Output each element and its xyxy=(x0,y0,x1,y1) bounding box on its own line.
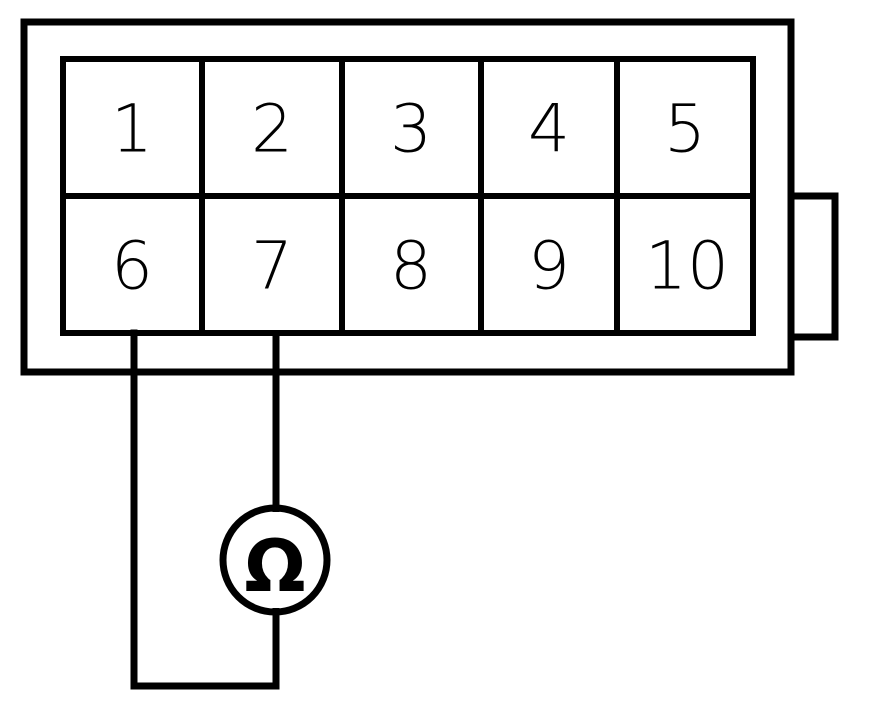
ohmmeter-circle xyxy=(219,504,331,616)
pin-label-9: 9 xyxy=(528,228,570,305)
pin-label-4: 4 xyxy=(528,91,570,168)
connector-latch-tab-icon xyxy=(791,192,839,341)
pin-label-1: 1 xyxy=(111,91,153,168)
test-lead-wires xyxy=(130,329,280,690)
ohmmeter-symbol: Ω xyxy=(219,504,331,616)
pin-label-6: 6 xyxy=(111,228,153,305)
omega-ohm-symbol-icon: Ω xyxy=(244,524,305,608)
pin-label-5: 5 xyxy=(664,91,706,168)
pin-grid-dividers xyxy=(63,59,753,333)
probe-wire-pin6 xyxy=(130,329,280,690)
pin-label-3: 3 xyxy=(390,91,432,168)
pin-label-8: 8 xyxy=(390,228,432,305)
pin-label-7: 7 xyxy=(251,228,293,305)
pin-label-2: 2 xyxy=(251,91,293,168)
pin-label-10: 10 xyxy=(645,228,729,305)
pin-labels: 1 2 3 4 5 6 7 8 9 10 xyxy=(111,91,729,305)
